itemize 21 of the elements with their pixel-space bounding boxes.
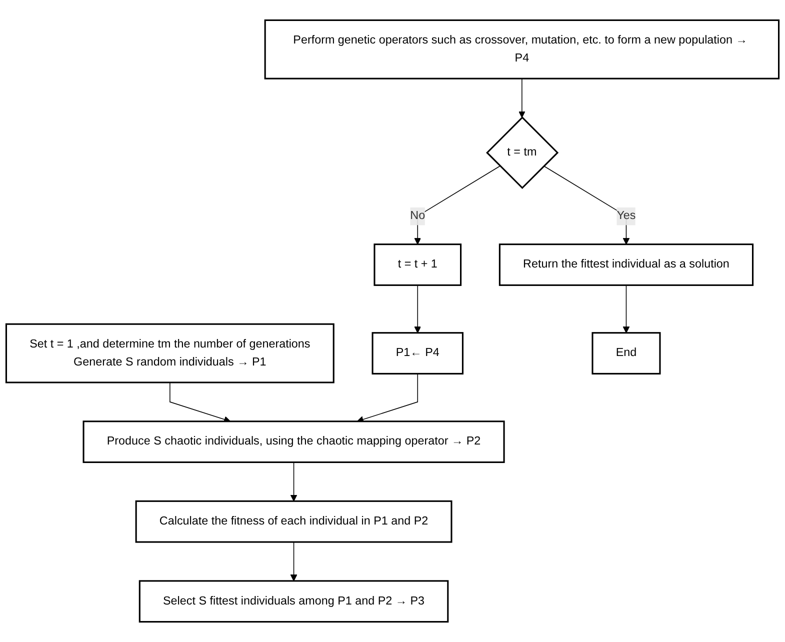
node-box: Perform genetic operators such as crossover, mutation, etc. to form a new population → P4 [264,19,780,80]
node-box: Return the fittest individual as a solution [498,244,754,286]
arrow [290,542,298,582]
arrow [290,462,298,502]
node-box: Select S fittest individuals among P1 and P2 → P3 [138,580,449,623]
arrow [414,284,422,334]
arrow [518,78,526,118]
arrow [414,166,500,245]
arrow [356,373,418,423]
node-box: t = t + 1 [374,244,462,286]
node-box: End [592,332,661,374]
edge-label: No [410,208,426,222]
arrow [622,284,630,334]
arrow [543,166,630,245]
node-box: Produce S chaotic individuals, using the chaotic mapping operator → P2 [82,420,505,464]
node-box: P1← P4 [372,332,464,374]
node-box: Set t = 1 ,and determine tm the number of generations Generate S random individuals → P1 [5,323,334,384]
arrow [170,382,231,423]
node-diamond: t = tm [486,116,559,189]
node-box: Calculate the fitness of each individual in P1 and P2 [135,500,452,543]
edge-label: Yes [616,208,636,222]
